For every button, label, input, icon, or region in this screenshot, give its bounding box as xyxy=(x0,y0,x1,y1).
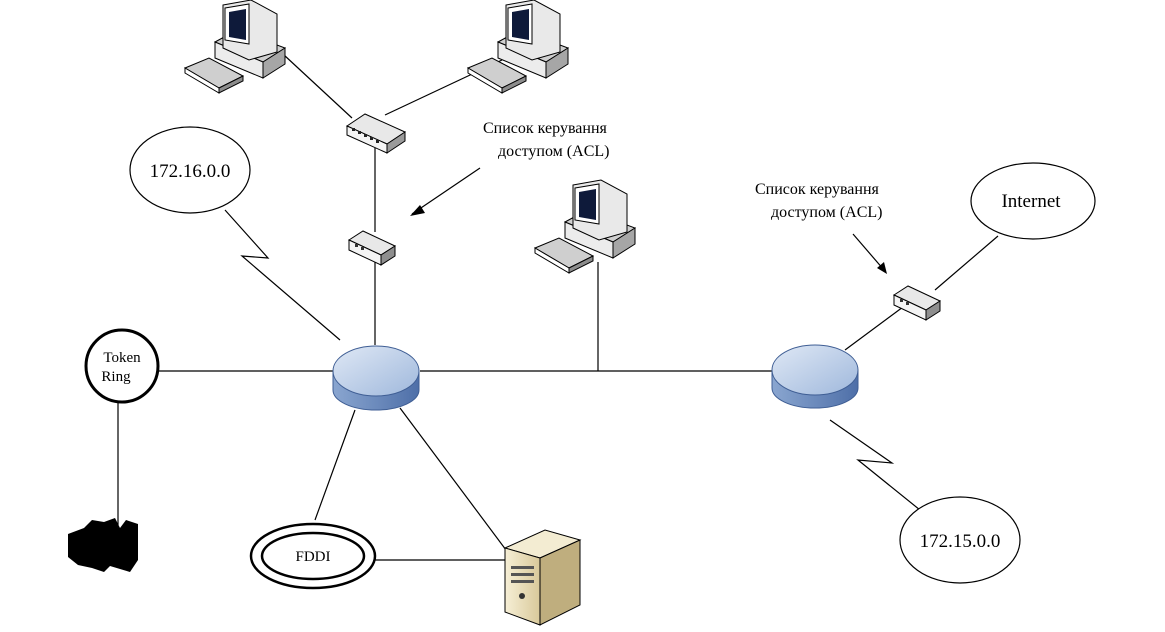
acl-device-left-icon[interactable] xyxy=(347,230,397,266)
acl-device-right-icon[interactable] xyxy=(892,285,942,321)
server-icon[interactable] xyxy=(503,529,582,626)
acl-right-line-2: доступом (ACL) xyxy=(771,204,882,221)
token-ring-label-1: Token xyxy=(103,350,141,366)
network-bubble-172-16: 172.16.0.0 xyxy=(129,126,251,214)
fddi-ring: FDDI xyxy=(249,522,377,590)
acl-left-line-1: Список керування xyxy=(483,120,608,137)
acl-label-right: Список керування доступом (ACL) xyxy=(755,181,882,221)
router-left[interactable] xyxy=(332,345,420,411)
token-ring-device-icon xyxy=(68,518,138,572)
internet-bubble: Internet xyxy=(970,162,1096,240)
pc-icon-middle[interactable] xyxy=(533,179,637,274)
router-right[interactable] xyxy=(771,344,859,409)
connections xyxy=(117,54,999,561)
acl-right-line-1: Список керування xyxy=(755,181,880,198)
pc-icon-top-right[interactable] xyxy=(466,0,570,94)
internet-label: Internet xyxy=(1001,191,1061,212)
acl-label-left: Список керування доступом (ACL) xyxy=(483,120,609,160)
acl-left-line-2: доступом (ACL) xyxy=(498,143,609,160)
token-ring-node: Token Ring xyxy=(84,328,160,404)
pc-icon-top-left[interactable] xyxy=(183,0,287,94)
network-bubble-172-15: 172.15.0.0 xyxy=(899,496,1021,584)
network-label-172-16: 172.16.0.0 xyxy=(150,161,231,182)
hub-icon[interactable] xyxy=(345,113,407,154)
network-label-172-15: 172.15.0.0 xyxy=(920,531,1001,552)
fddi-label: FDDI xyxy=(295,549,330,565)
token-ring-label-2: Ring xyxy=(101,369,131,385)
